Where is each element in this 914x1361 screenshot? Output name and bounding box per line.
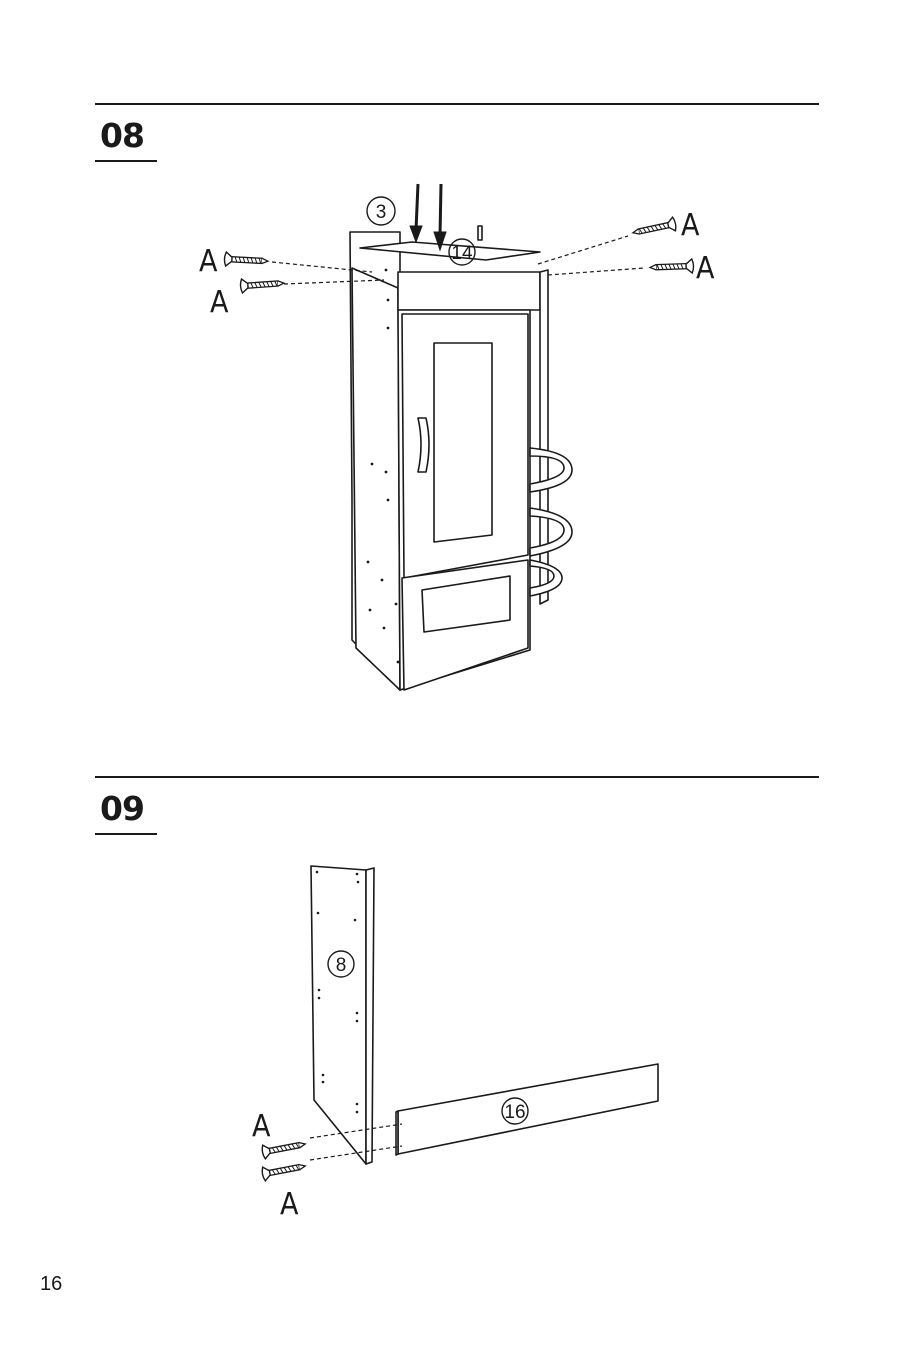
callout-part-14: 14 <box>449 239 475 265</box>
fastener-label-a: A <box>199 244 218 279</box>
callout-part-3: 3 <box>367 197 395 225</box>
fastener-label-a: A <box>696 251 715 286</box>
fastener-label-a: A <box>210 285 229 320</box>
push-arrow-icon <box>410 184 446 250</box>
screw-icon <box>224 252 268 268</box>
fastener-label-a: A <box>280 1187 299 1222</box>
callout-part-16: 16 <box>502 1098 528 1124</box>
callout-part-8: 8 <box>328 951 354 977</box>
cabinet-illustration <box>350 226 572 690</box>
side-panel-illustration <box>311 866 374 1164</box>
fastener-label-a: A <box>252 1109 271 1144</box>
screw-icon <box>261 1159 306 1181</box>
fastener-label-a: A <box>681 208 700 243</box>
screw-icon <box>240 276 284 293</box>
callout-3-label: 3 <box>376 202 387 223</box>
screw-icon <box>631 217 676 240</box>
callout-16-label: 16 <box>504 1102 525 1123</box>
callout-8-label: 8 <box>336 955 347 976</box>
screw-icon <box>650 259 694 275</box>
callout-14-label: 14 <box>451 243 473 264</box>
